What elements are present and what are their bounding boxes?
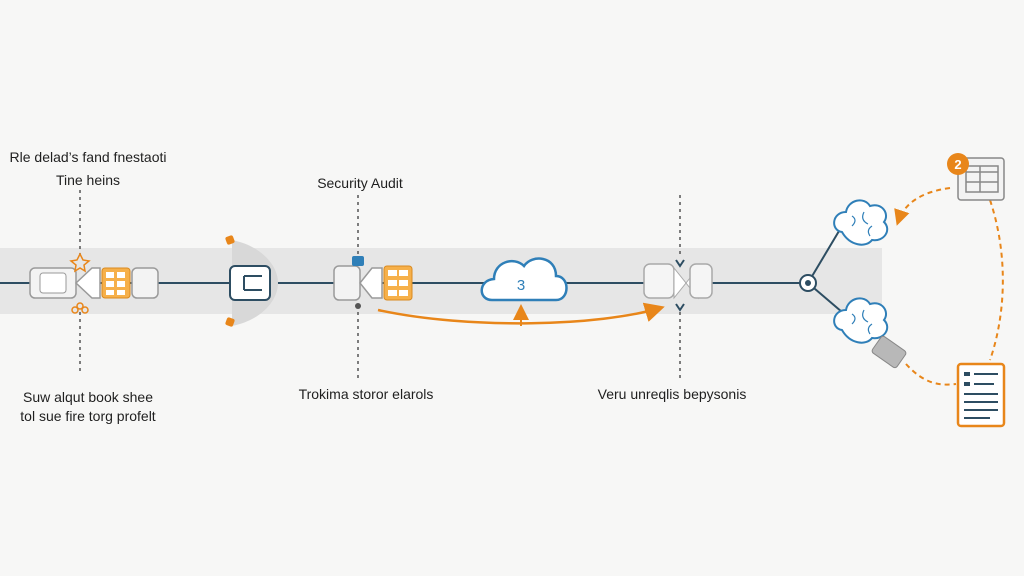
plug-node-icon[interactable] xyxy=(225,235,278,327)
bottom-left-label-line1: Suw alqut book shee xyxy=(23,389,153,405)
report-document-icon[interactable] xyxy=(956,362,1006,428)
table-document-icon[interactable] xyxy=(957,157,1005,201)
device-icon xyxy=(871,335,907,369)
connector-node-icon[interactable] xyxy=(29,252,159,314)
dashed-link-right xyxy=(989,199,1004,361)
hub-node-icon[interactable] xyxy=(799,225,843,313)
brain-cloud-icon xyxy=(833,199,889,246)
cloud-node-icon[interactable]: 3 xyxy=(480,257,568,302)
bottom-right-label: Veru unreqlis bepysonis xyxy=(597,386,747,402)
flow-arrow xyxy=(377,302,665,325)
bottom-middle-label: Trokima storor elarols xyxy=(298,386,434,402)
brain-cloud-icon xyxy=(833,297,889,344)
dotted-guides xyxy=(79,190,681,380)
dashed-link-top xyxy=(894,187,951,226)
bottom-left-label-line2: tol sue fire torg profelt xyxy=(20,408,156,424)
number-badge: 2 xyxy=(947,153,969,175)
top-left-label-line1: Rle delad’s fand fnestaoti xyxy=(9,149,167,165)
badge-number: 2 xyxy=(954,157,961,172)
valve-node-icon[interactable] xyxy=(643,259,713,312)
cloud-number: 3 xyxy=(517,277,525,294)
top-left-label: Rle delad’s fand fnestaoti Tine heins xyxy=(0,148,176,190)
top-left-label-line2: Tine heins xyxy=(55,172,121,188)
top-middle-label: Security Audit xyxy=(317,175,403,191)
dashed-link-bottom xyxy=(905,363,957,386)
bottom-left-label: Suw alqut book shee tol sue fire torg pr… xyxy=(0,388,176,426)
gateway-node-icon[interactable] xyxy=(333,256,413,309)
